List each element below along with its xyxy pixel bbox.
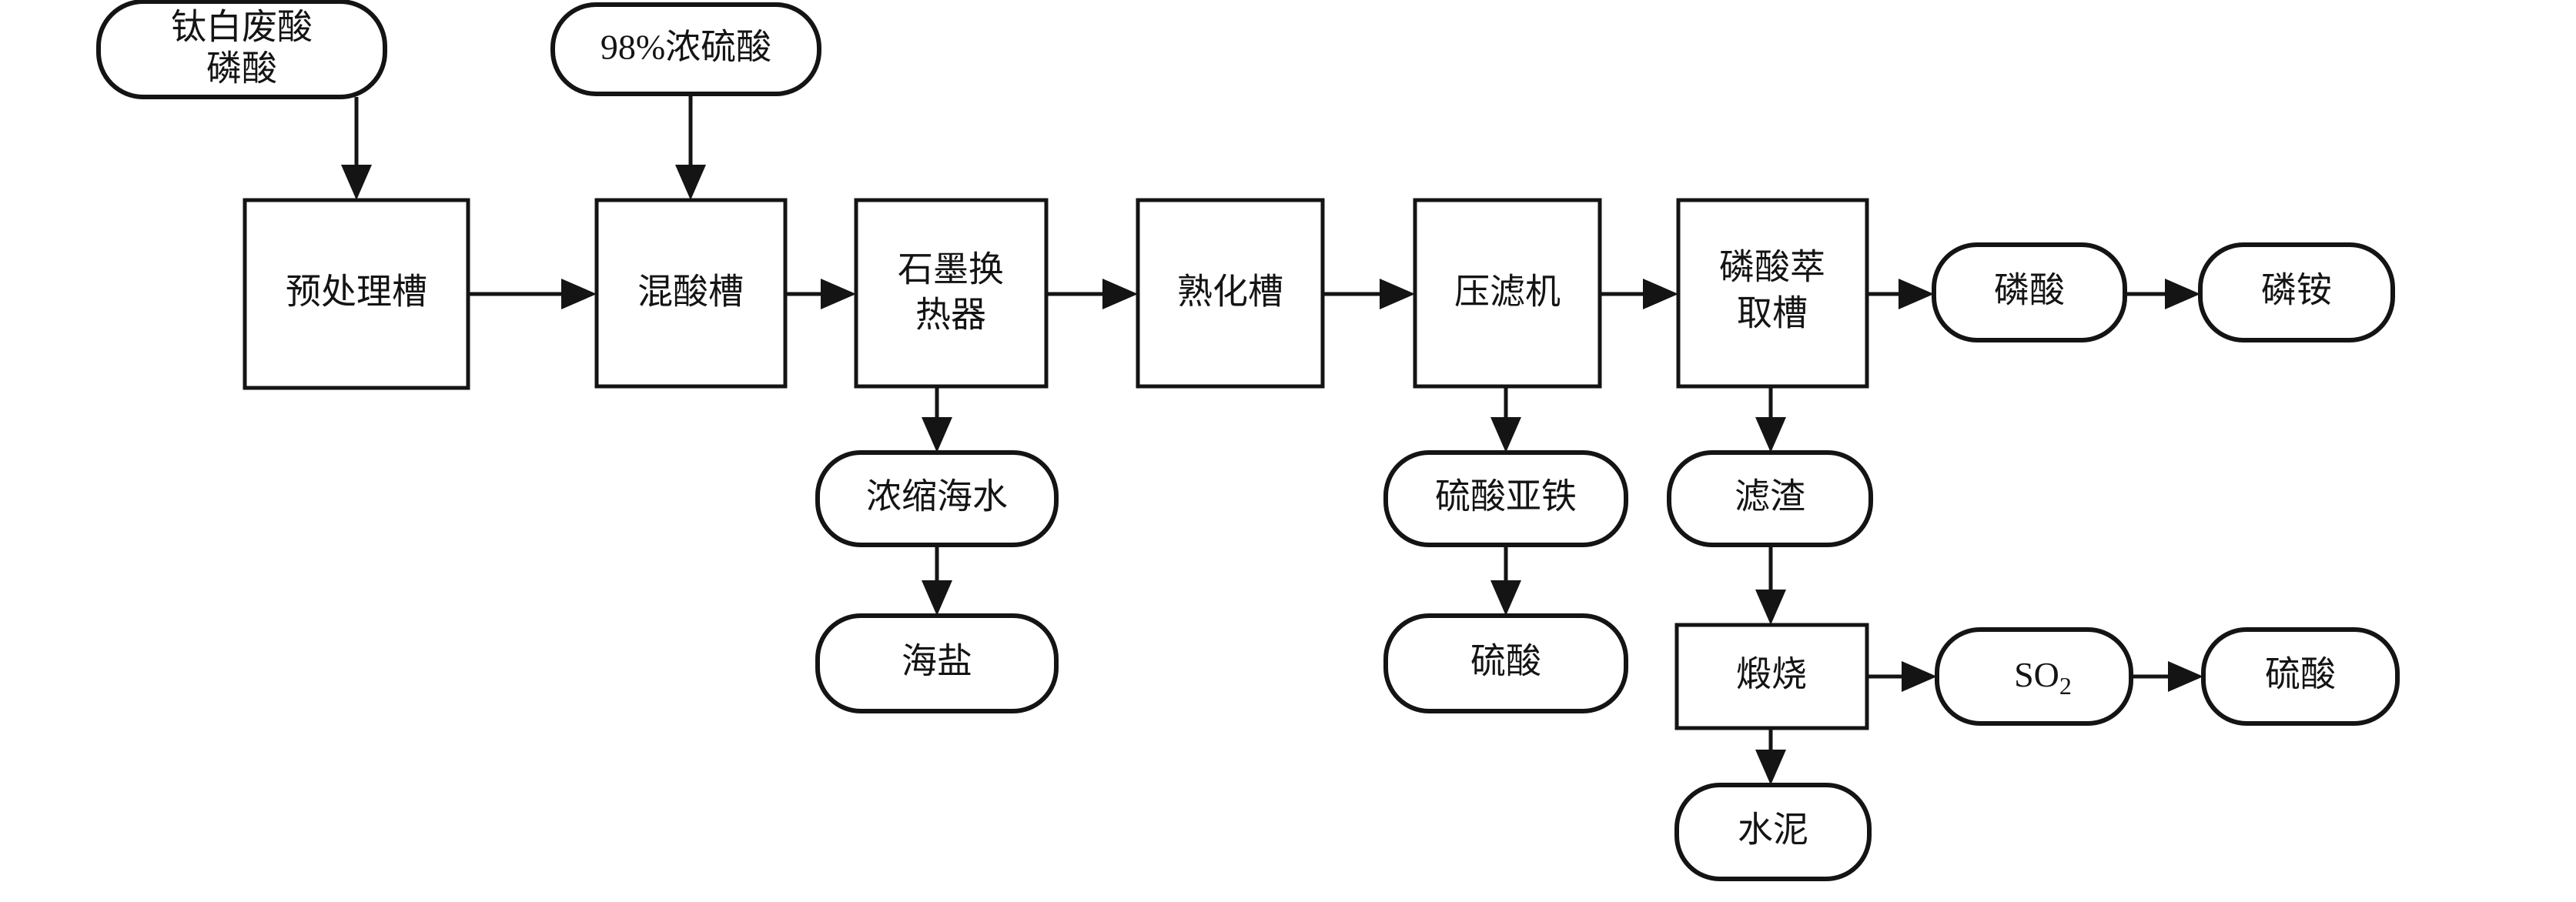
node-sulfuric-acid-from-so2[interactable]: 硫酸: [2201, 627, 2400, 726]
node-label-sulfuric-acid-from-ferrous: 硫酸: [1470, 642, 1541, 681]
edge-phosphoric-acid-to-ammonium-phosphate: [2125, 279, 2200, 309]
edge-extraction-tank-to-phosphoric-acid: [1867, 279, 1934, 309]
so2-formula-base: SO: [2014, 655, 2059, 694]
node-phosphoric-acid-extraction-tank[interactable]: 磷酸萃 取槽: [1676, 198, 1869, 389]
node-product-phosphoric-acid[interactable]: 磷酸: [1932, 242, 2127, 342]
node-filter-residue[interactable]: 滤渣: [1667, 450, 1873, 547]
node-cement[interactable]: 水泥: [1674, 783, 1872, 881]
node-label-feed-titanium-waste-acid-line2: 磷酸: [206, 49, 277, 89]
edge-mixed-acid-to-heat-exchanger: [785, 279, 856, 309]
node-pretreatment-tank[interactable]: 预处理槽: [243, 198, 470, 390]
edge-filter-press-to-ferrous-sulfate: [1490, 386, 1521, 453]
node-sea-salt[interactable]: 海盐: [815, 613, 1059, 713]
edge-calcination-to-sulfur-dioxide: [1867, 661, 1937, 692]
node-label-ferrous-sulfate: 硫酸亚铁: [1435, 477, 1577, 516]
node-concentrated-seawater[interactable]: 浓缩海水: [815, 450, 1059, 547]
node-feed-titanium-waste-acid[interactable]: 钛白废酸 磷酸: [96, 0, 387, 99]
node-aging-tank[interactable]: 熟化槽: [1136, 198, 1325, 389]
node-label-mixed-acid-tank: 混酸槽: [637, 272, 744, 312]
node-label-cement: 水泥: [1738, 810, 1808, 850]
edge-extraction-tank-to-filter-residue: [1755, 386, 1786, 453]
edges-layer: [341, 94, 2203, 785]
node-graphite-heat-exchanger[interactable]: 石墨换 热器: [854, 198, 1049, 389]
node-mixed-acid-tank[interactable]: 混酸槽: [594, 198, 788, 389]
node-product-ammonium-phosphate[interactable]: 磷铵: [2198, 242, 2395, 342]
so2-formula-subscript: 2: [2059, 672, 2072, 700]
node-label-feed-sulfuric-acid-98: 98%浓硫酸: [601, 28, 771, 67]
node-label-sulfur-dioxide: SO2: [1917, 655, 2152, 705]
node-label-extraction-tank-line2: 取槽: [1737, 294, 1808, 333]
node-ferrous-sulfate[interactable]: 硫酸亚铁: [1383, 450, 1628, 547]
node-sulfuric-acid-from-ferrous[interactable]: 硫酸: [1383, 613, 1628, 713]
node-label-product-phosphoric-acid: 磷酸: [1994, 271, 2065, 310]
node-sulfur-dioxide[interactable]: SO2: [1917, 627, 2152, 726]
node-label-graphite-heat-exchanger-line2: 热器: [915, 296, 986, 335]
edge-ferrous-sulfate-to-sulfuric-acid: [1490, 545, 1521, 616]
edge-filter-press-to-extraction-tank: [1600, 279, 1678, 309]
edge-heat-exchanger-to-concentrated-seawater: [922, 386, 952, 453]
node-label-sulfuric-acid-from-so2: 硫酸: [2265, 655, 2336, 694]
edge-feed-sulfuric-to-mixed-acid: [675, 94, 706, 200]
edge-sulfur-dioxide-to-sulfuric-acid: [2131, 661, 2203, 692]
node-label-aging-tank: 熟化槽: [1177, 272, 1283, 312]
nodes-layer: 钛白废酸 磷酸 98%浓硫酸 预处理槽 混酸槽 石墨换: [96, 0, 2400, 881]
edge-feed-titanium-to-pretreatment: [341, 97, 372, 200]
edge-filter-residue-to-calcination: [1755, 545, 1786, 625]
node-calcination[interactable]: 煅烧: [1674, 623, 1869, 730]
node-label-pretreatment-tank: 预处理槽: [286, 272, 427, 312]
node-label-feed-titanium-waste-acid-line1: 钛白废酸: [171, 8, 313, 47]
node-label-filter-press: 压滤机: [1454, 272, 1561, 312]
node-label-filter-residue: 滤渣: [1735, 477, 1805, 516]
node-label-calcination: 煅烧: [1736, 655, 1807, 694]
node-feed-sulfuric-acid-98[interactable]: 98%浓硫酸: [550, 2, 821, 96]
edge-pretreatment-to-mixed-acid: [468, 279, 597, 309]
edge-concentrated-seawater-to-sea-salt: [922, 545, 952, 616]
node-label-sea-salt: 海盐: [902, 642, 972, 681]
node-label-graphite-heat-exchanger-line1: 石墨换: [898, 250, 1004, 289]
node-label-concentrated-seawater: 浓缩海水: [866, 477, 1008, 516]
node-label-extraction-tank-line1: 磷酸萃: [1719, 248, 1825, 287]
edge-calcination-to-cement: [1755, 728, 1786, 785]
node-filter-press[interactable]: 压滤机: [1413, 198, 1602, 389]
node-label-product-ammonium-phosphate: 磷铵: [2261, 271, 2332, 310]
edge-aging-tank-to-filter-press: [1323, 279, 1415, 309]
edge-heat-exchanger-to-aging-tank: [1046, 279, 1138, 309]
